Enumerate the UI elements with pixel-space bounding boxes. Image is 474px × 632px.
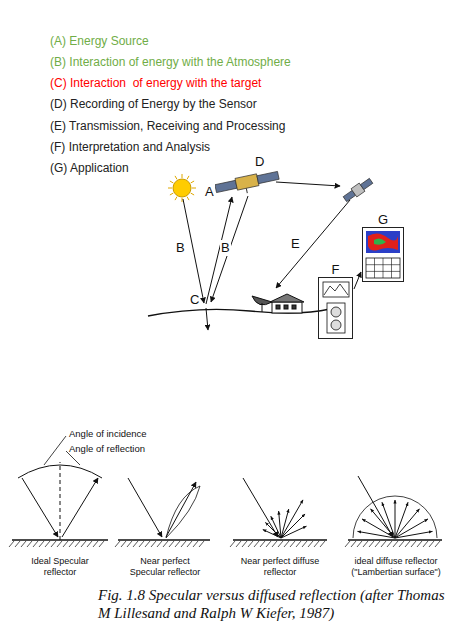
satellite-sensor (214, 169, 280, 199)
box-letter: F (318, 262, 353, 277)
callout-letter: E (290, 236, 301, 252)
legend-line: (B) Interaction of energy with the Atmos… (50, 55, 291, 69)
ground-station (252, 294, 304, 313)
process-box: F (318, 262, 353, 339)
legend-line: (D) Recording of Energy by the Sensor (50, 97, 257, 111)
sun-icon (168, 174, 196, 202)
callout-letter: C (189, 292, 200, 308)
callout-letter: B (220, 240, 231, 256)
process-box: G (362, 212, 404, 282)
legend-line: (G) Application (50, 161, 129, 175)
angle-label: Angle of incidence (69, 428, 147, 439)
box-outline (318, 277, 353, 339)
energy-path (183, 182, 350, 330)
legend-line: (E) Transmission, Receiving and Processi… (50, 119, 285, 133)
reflector-label: Near perfect diffuse reflector (236, 556, 324, 578)
reflector-label: ideal diffuse reflector ("Lambertian sur… (346, 556, 446, 578)
reflector-label: Ideal Specular reflector (18, 556, 102, 578)
callout-letter: D (254, 154, 265, 170)
box-letter: G (362, 212, 404, 227)
box-outline (362, 227, 404, 282)
legend-line: (C) Interaction of energy with the targe… (50, 76, 261, 90)
reflection-figure (9, 436, 442, 547)
reflector-label: Near perfect Specular reflector (122, 556, 208, 578)
callout-letter: B (175, 240, 186, 256)
application-icon (366, 231, 400, 278)
angle-label: Angle of reflection (69, 443, 145, 454)
flow-arrow (354, 272, 361, 289)
ground-line (148, 309, 330, 316)
legend-line: (A) Energy Source (50, 34, 149, 48)
legend-line: (F) Interpretation and Analysis (50, 140, 210, 154)
display-icon (323, 282, 349, 333)
callout-letter: A (204, 184, 215, 200)
figure-caption: Fig. 1.8 Specular versus diffused reflec… (98, 586, 448, 622)
relay-satellite (342, 177, 374, 204)
